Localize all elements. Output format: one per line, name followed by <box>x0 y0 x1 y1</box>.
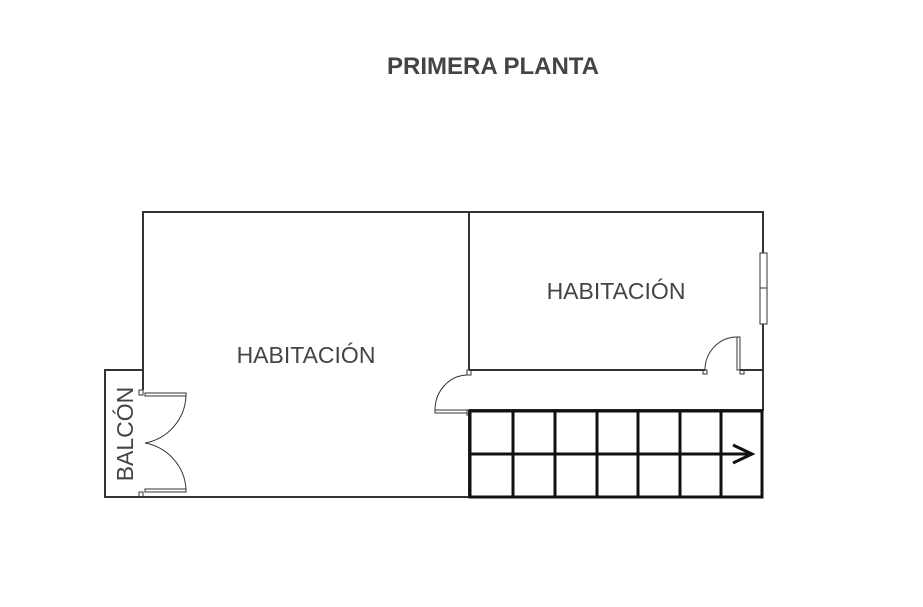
corridor-walls <box>469 370 764 411</box>
left-room-walls <box>142 211 470 390</box>
arrow-icon <box>732 443 756 465</box>
staircase <box>468 409 764 499</box>
window <box>759 252 768 325</box>
room-label-right: HABITACIÓN <box>547 278 686 304</box>
balcony-door <box>138 389 187 498</box>
plan-title: PRIMERA PLANTA <box>387 53 599 80</box>
room-label-left: HABITACIÓN <box>237 342 376 368</box>
room-door <box>702 336 745 375</box>
balcony-label: BALCÓN <box>112 387 138 482</box>
corridor-door <box>434 369 472 416</box>
balcony-walls <box>104 369 143 498</box>
